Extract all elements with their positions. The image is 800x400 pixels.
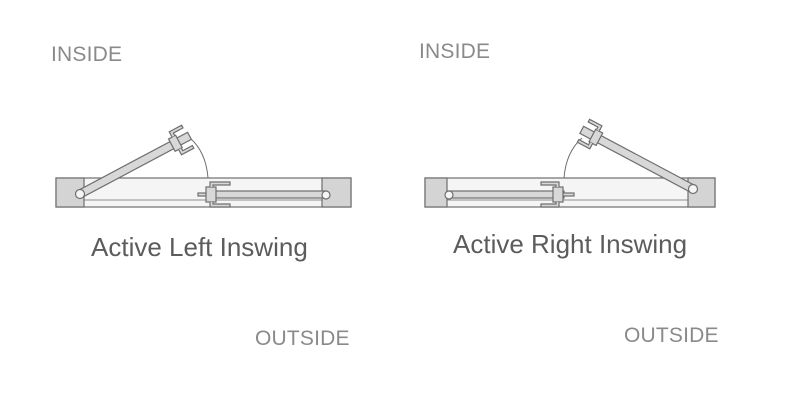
lever-handle-icon	[167, 124, 195, 156]
left-jamb	[424, 177, 448, 208]
hinge-pivot	[444, 190, 454, 200]
lever-handle-icon	[540, 181, 564, 208]
outside-label-right: OUTSIDE	[624, 324, 719, 347]
door-unit-active-right	[424, 118, 716, 208]
active-door-leaf	[77, 124, 195, 199]
inside-label-left: INSIDE	[51, 43, 123, 66]
lever-handle-icon	[576, 118, 604, 150]
inactive-door-leaf	[197, 181, 327, 208]
swing-arc	[563, 137, 583, 179]
door-unit-active-left	[55, 124, 352, 208]
swing-arc	[189, 137, 209, 179]
hinge-pivot	[687, 183, 699, 195]
lever-handle-icon	[205, 181, 231, 208]
outside-label-left: OUTSIDE	[255, 327, 350, 350]
diagram-title-right: Active Right Inswing	[453, 229, 688, 259]
hinge-pivot	[321, 190, 331, 200]
inside-label-right: INSIDE	[419, 40, 491, 63]
hinge-pivot	[74, 188, 86, 200]
diagram-title-left: Active Left Inswing	[91, 232, 308, 262]
